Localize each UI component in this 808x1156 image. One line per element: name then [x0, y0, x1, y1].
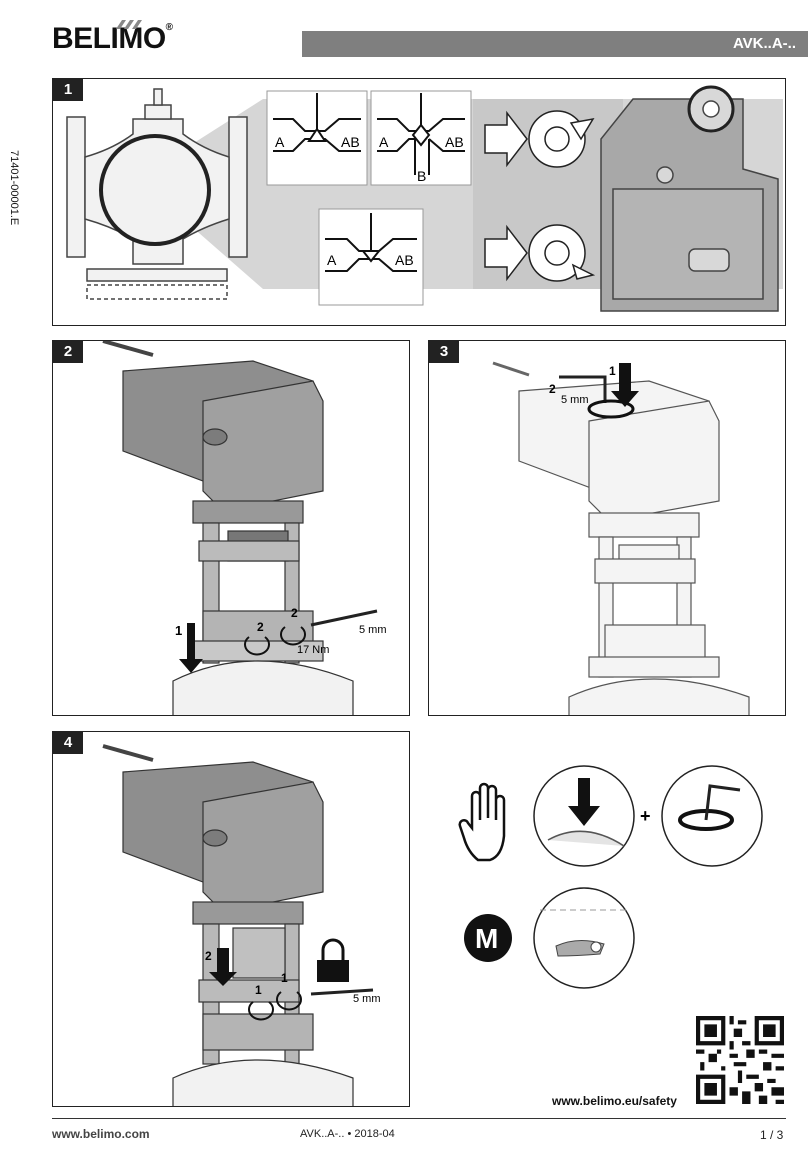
- rotate-detail-icon: [661, 765, 763, 867]
- rotate-arrow-icon: [280, 626, 306, 646]
- manual-position-detail-icon: [533, 887, 635, 989]
- zoom-circle-icon: [99, 134, 211, 246]
- registered-mark: ®: [165, 22, 173, 33]
- product-title-bar: AVK..A-..: [302, 31, 808, 57]
- product-code: AVK..A-..: [732, 35, 796, 52]
- callout-1: 1: [255, 983, 262, 997]
- hand-icon: [458, 782, 506, 862]
- label-ab-1: AB: [341, 134, 360, 150]
- doc-info: AVK..A-.. • 2018-04: [300, 1128, 395, 1140]
- callout-1: 1: [609, 364, 616, 378]
- step-3-panel: 3 1 2 5 mm: [428, 340, 786, 716]
- down-arrow-icon: [611, 363, 639, 407]
- brand-name: BELIMO: [52, 22, 166, 55]
- rotate-arrow-icon: [248, 1001, 274, 1021]
- two-way-valve-symbol-icon: [273, 93, 361, 152]
- step-4-badge: 4: [53, 732, 83, 754]
- logo-swoosh-icon: [116, 20, 142, 29]
- label-ab-2: AB: [445, 134, 464, 150]
- actuator-outline-icon: [518, 380, 750, 715]
- position-indicator-icon: [528, 224, 596, 282]
- step-2-illustration: 1 2 2 5 mm 17 Nm: [102, 341, 387, 715]
- manual-symbol: M: [475, 923, 498, 954]
- actuator-icon: [122, 761, 354, 1106]
- manual-mode-icon: M: [464, 914, 512, 962]
- callout-2: 2: [205, 949, 212, 963]
- callout-2: 2: [257, 620, 264, 634]
- hex-size-label: 5 mm: [359, 624, 387, 636]
- label-a-3: A: [327, 252, 337, 268]
- callout-2: 2: [549, 382, 556, 396]
- label-a-2: A: [379, 134, 389, 150]
- three-way-valve-symbol-icon: [377, 93, 465, 175]
- label-b: B: [417, 168, 426, 184]
- torque-label: 17 Nm: [297, 644, 329, 656]
- label-a-1: A: [275, 134, 285, 150]
- callout-1b: 1: [281, 971, 288, 985]
- step-4-illustration: 2 1 1 5 mm: [102, 744, 381, 1106]
- website-link[interactable]: www.belimo.com: [52, 1127, 150, 1141]
- callout-1: 1: [175, 623, 182, 638]
- push-down-detail-icon: [533, 765, 635, 867]
- actuator-icon: [122, 360, 354, 715]
- two-way-valve-closed-symbol-icon: [325, 213, 417, 272]
- rotate-arrow-icon: [244, 636, 270, 656]
- hex-size-label: 5 mm: [561, 394, 589, 406]
- step-1-illustration: A AB A AB B A AB: [66, 85, 783, 312]
- valve-body-icon: [66, 88, 248, 300]
- step-3-illustration: 1 2 5 mm: [492, 361, 750, 715]
- step-1-badge: 1: [53, 79, 83, 101]
- page-number: 1 / 3: [760, 1128, 784, 1142]
- lock-icon: [317, 938, 349, 982]
- qr-code-icon: [696, 1016, 784, 1104]
- step-3-badge: 3: [429, 341, 459, 363]
- document-number: 71401-00001.E: [8, 150, 20, 226]
- step-1-panel: 1 A AB: [52, 78, 786, 326]
- step-2-badge: 2: [53, 341, 83, 363]
- position-indicator-icon: [528, 110, 595, 168]
- brand-logo: BELIMO®: [52, 22, 173, 56]
- rotate-arrow-icon: [587, 399, 635, 419]
- right-arrow-icon: [484, 110, 528, 168]
- footer-divider: [52, 1118, 786, 1119]
- actuator-top-view-icon: [600, 85, 779, 312]
- safety-link[interactable]: www.belimo.eu/safety: [552, 1094, 677, 1108]
- hex-key-icon: [559, 375, 607, 403]
- down-arrow-icon: [179, 623, 203, 673]
- step-4-panel: 4 2 1 1 5 mm: [52, 731, 410, 1107]
- label-ab-3: AB: [395, 252, 414, 268]
- right-arrow-icon: [484, 224, 528, 282]
- down-arrow-icon: [209, 948, 237, 986]
- hex-size-label: 5 mm: [353, 993, 381, 1005]
- plus-sign: +: [640, 806, 651, 826]
- callout-2b: 2: [291, 606, 298, 620]
- legend-illustrations: + M: [458, 765, 763, 989]
- step-2-panel: 2 1 2 2 5 mm 17 Nm: [52, 340, 410, 716]
- rotate-arrow-icon: [276, 991, 302, 1011]
